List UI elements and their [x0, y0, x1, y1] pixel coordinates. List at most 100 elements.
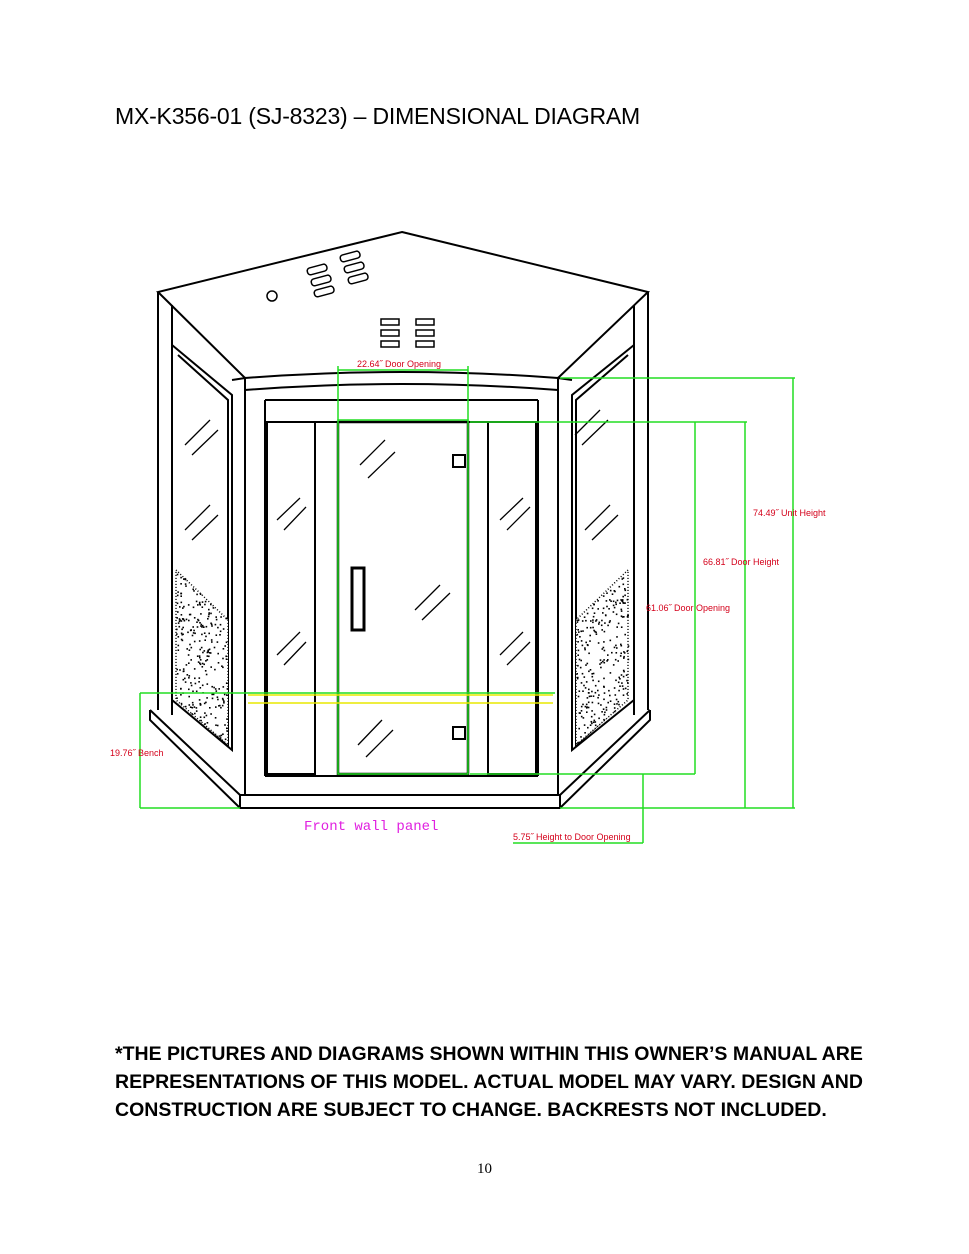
stone-speckle [626, 615, 629, 618]
stone-speckle [624, 633, 626, 636]
stone-speckle [597, 696, 599, 699]
stone-speckle [201, 633, 203, 636]
stone-speckle [623, 670, 625, 673]
stone-speckle [226, 730, 228, 732]
stone-speckle [199, 659, 202, 661]
stone-speckle [586, 644, 589, 646]
stone-speckle [208, 613, 210, 616]
stone-speckle [626, 650, 629, 653]
stone-speckle [608, 689, 610, 692]
stone-speckle [177, 622, 180, 624]
stone-speckle [609, 700, 612, 702]
stone-speckle [180, 620, 183, 622]
stone-speckle [205, 714, 208, 717]
stone-speckle [209, 707, 211, 709]
stone-speckle [226, 718, 228, 720]
stone-speckle [200, 613, 202, 615]
stone-speckle [183, 605, 185, 608]
stone-speckle [620, 615, 623, 617]
stone-speckle [208, 648, 211, 651]
door-height-label: 66.81˝ Door Height [703, 557, 780, 567]
stone-speckle [616, 647, 618, 649]
stone-speckle [600, 666, 602, 669]
stone-speckle [597, 608, 599, 610]
stone-speckle [588, 688, 590, 691]
stone-speckle [188, 688, 190, 691]
stone-speckle [578, 690, 581, 692]
stone-speckle [176, 673, 179, 675]
stone-speckle [199, 716, 202, 718]
stone-speckle [190, 684, 193, 687]
stone-speckle [206, 683, 209, 685]
stone-speckle [589, 640, 591, 642]
stone-speckle [188, 677, 190, 679]
stone-speckle [601, 711, 603, 713]
stone-speckle [609, 672, 612, 674]
stone-speckle [193, 617, 196, 619]
stone-speckle [627, 682, 629, 684]
stone-speckle [594, 684, 597, 687]
stone-speckle [204, 723, 206, 725]
stone-speckle [180, 592, 182, 595]
stone-speckle [210, 603, 212, 606]
stone-speckle [576, 677, 579, 680]
stone-speckle [210, 612, 212, 615]
stone-speckle [206, 659, 209, 661]
stone-speckle [622, 675, 625, 678]
stone-speckle [619, 655, 622, 657]
stone-speckle [197, 661, 200, 663]
stone-speckle [592, 621, 594, 624]
stone-speckle [176, 628, 178, 631]
door-opening-width-label: 22.64˝ Door Opening [357, 359, 441, 369]
stone-speckle [624, 602, 626, 604]
stone-speckle [214, 623, 217, 626]
stone-speckle [593, 603, 595, 606]
stone-speckle [216, 696, 219, 698]
stone-speckle [601, 629, 603, 631]
stone-speckle [613, 590, 616, 592]
stone-speckle [615, 698, 618, 701]
stone-speckle [216, 724, 219, 727]
stone-speckle [222, 666, 224, 669]
stone-speckle [607, 701, 609, 704]
stone-speckle [622, 602, 624, 604]
stone-speckle [180, 688, 182, 690]
stone-speckle [199, 622, 201, 624]
stone-speckle [600, 624, 603, 627]
stone-speckle [598, 621, 601, 624]
stone-speckle [198, 640, 201, 642]
stone-speckle [606, 605, 608, 608]
stone-speckle [215, 618, 218, 621]
stone-speckle [210, 713, 212, 715]
stone-speckle [195, 707, 198, 709]
stone-speckle [225, 641, 228, 644]
stone-speckle [197, 618, 199, 621]
stone-speckle [594, 630, 596, 633]
stone-speckle [207, 618, 209, 620]
stone-speckle [585, 664, 587, 666]
stone-speckle [601, 648, 604, 650]
stone-speckle [622, 669, 625, 672]
stone-speckle [203, 716, 206, 719]
stone-speckle [217, 626, 219, 629]
stone-speckle [183, 670, 185, 672]
stone-speckle [214, 717, 217, 719]
stone-speckle [603, 692, 606, 694]
stone-speckle [181, 628, 183, 631]
stone-speckle [196, 621, 198, 623]
stone-speckle [592, 619, 594, 621]
door [336, 420, 470, 776]
stone-speckle [597, 689, 599, 692]
stone-speckle [182, 626, 184, 629]
stone-speckle [214, 668, 216, 671]
stone-speckle [192, 606, 195, 609]
stone-speckle [586, 697, 589, 699]
stone-speckle [603, 713, 606, 716]
stone-speckle [621, 599, 624, 601]
stone-speckle [591, 607, 594, 610]
stone-speckle [193, 590, 195, 592]
door-outline [337, 419, 469, 775]
stone-speckle [193, 640, 196, 643]
stone-speckle [194, 632, 196, 635]
